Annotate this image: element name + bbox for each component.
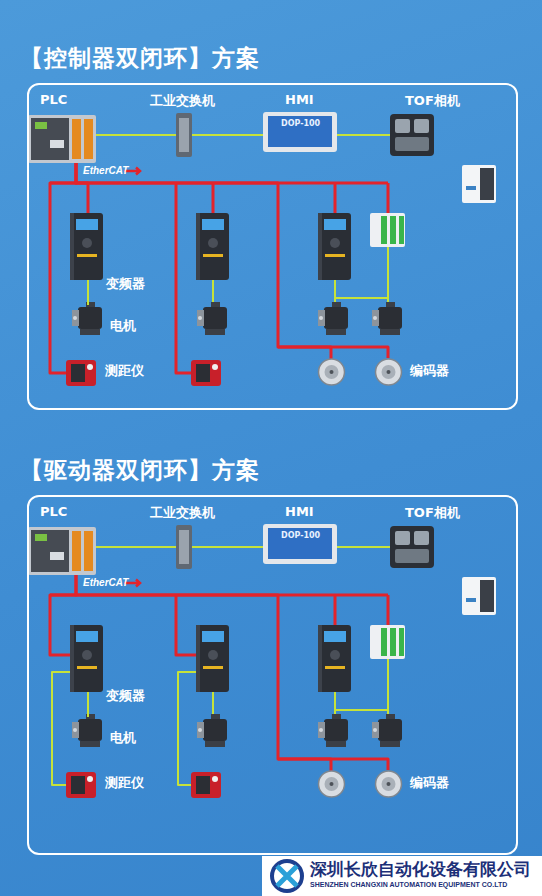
device-label: 电机 [110,729,136,747]
device-node: TOF相机 [390,526,434,568]
device-node: 电机 [72,305,104,335]
device-node: 编码器 [375,358,402,386]
company-name: SHENZHEN CHANGXIN AUTOMATION EQUIPMENT C… [310,881,507,888]
ethercat-connector [76,575,388,770]
ethernet-connector [192,134,263,136]
device-node: HMIDOP-100 [263,524,337,564]
signal-wire [213,247,388,305]
ethernet-connector [192,546,263,548]
device-node: 电机 [72,717,104,747]
scheme-title: 【控制器双闭环】方案 [20,43,260,74]
scheme-title: 【驱动器双闭环】方案 [20,455,260,486]
device-label: HMI [285,92,314,107]
device-label: PLC [40,504,67,519]
device-label: 工业交换机 [150,92,215,110]
footer-band [262,856,542,896]
ethercat-connector [50,163,76,373]
device-node: 变频器 [70,213,103,280]
ethernet-connector [96,546,176,548]
device-label: 测距仪 [105,362,144,380]
device-node: 编码器 [375,770,402,798]
screen-model: DOP-100 [281,531,320,540]
device-label: 测距仪 [105,774,144,792]
ethernet-connector [87,692,89,717]
device-label: 电机 [110,317,136,335]
device-node: HMIDOP-100 [263,112,337,152]
device-label: 编码器 [410,362,449,380]
ethercat-connector [50,575,76,655]
ethernet-connector [96,134,176,136]
ethernet-connector [337,134,390,136]
company-logo-ring [272,861,302,891]
device-set [28,524,496,798]
device-label: 变频器 [106,275,145,293]
bus-logo-text: EtherCAT [83,165,128,176]
device-node: TOF相机 [390,114,434,156]
device-node: PLC [28,115,96,163]
company-name: 深圳长欣自动化设备有限公司 [310,858,531,881]
device-node: 工业交换机 [176,113,192,157]
device-label: HMI [285,504,314,519]
device-node: 变频器 [70,625,103,692]
device-node: 工业交换机 [176,525,192,569]
device-node: 测距仪 [66,772,96,798]
ethercat-connector [76,163,388,358]
device-label: PLC [40,92,67,107]
device-label: 编码器 [410,774,449,792]
device-label: 工业交换机 [150,504,215,522]
ethernet-connector [87,280,89,305]
device-label: 变频器 [106,687,145,705]
device-set [28,112,496,386]
device-node: PLC [28,527,96,575]
company-logo-mark [277,866,297,886]
device-label: TOF相机 [405,92,460,110]
device-label: TOF相机 [405,504,460,522]
scheme-panel: 【驱动器双闭环】方案PLC工业交换机HMIDOP-100TOF相机变频器电机测距… [27,495,518,855]
device-node: 测距仪 [66,360,96,386]
ethernet-connector [337,546,390,548]
screen-model: DOP-100 [281,119,320,128]
scheme-panel: 【控制器双闭环】方案PLC工业交换机HMIDOP-100TOF相机变频器电机测距… [27,83,518,410]
ethernet-connector [52,672,70,785]
bus-logo-text: EtherCAT [83,577,128,588]
